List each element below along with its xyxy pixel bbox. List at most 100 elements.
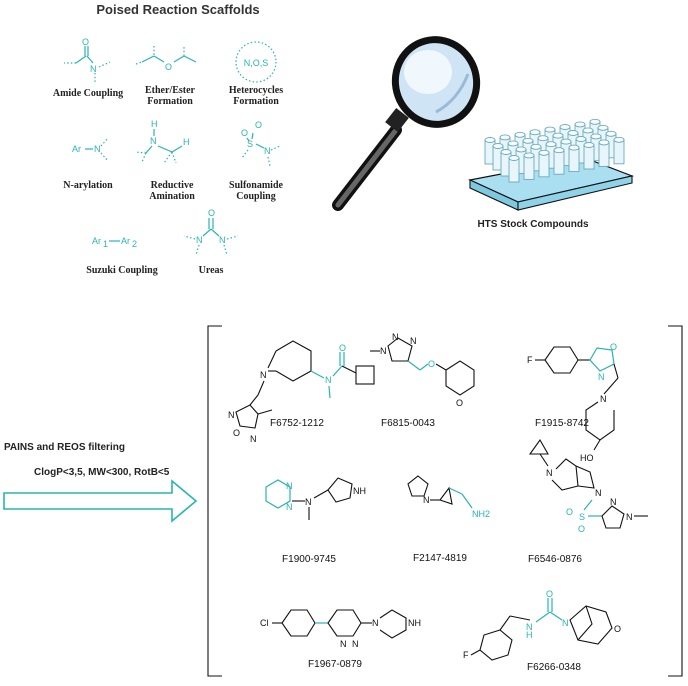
test-tube-cap [484,137,496,143]
svg-text:N: N [423,495,430,505]
svg-text:O: O [82,37,89,47]
compound-id-1: F6752-1212 [270,418,324,429]
sulfonamide-scaffold: O O S N [241,120,281,167]
svg-text:O: O [546,589,553,599]
test-tube-cap [590,133,602,140]
svg-text:O: O [578,524,585,534]
test-tube-cap [567,130,579,136]
svg-text:Ar: Ar [121,236,130,246]
test-tube [568,147,580,173]
test-tube [538,152,550,178]
ureas-label: Ureas [199,265,224,276]
test-tube-cap [613,136,625,143]
compound-id-6: F6546-0876 [528,554,582,565]
svg-text:N: N [90,64,97,74]
svg-text:N: N [260,370,267,380]
compound-structure-6: N N S O O N N [528,438,648,534]
heterocycles-label-2: Formation [233,96,279,107]
svg-text:O: O [456,398,463,408]
test-tube-cap [559,124,571,130]
hts-stock-label: HTS Stock Compounds [477,219,589,230]
test-tube-cap [507,140,519,147]
filter-arrow [3,479,198,523]
svg-text:N: N [526,622,533,632]
svg-text:HO: HO [580,453,594,463]
svg-text:O: O [614,624,621,634]
svg-text:N: N [325,375,332,385]
compound-structure-2: N N N O O [370,332,475,408]
test-tube-cap [589,118,601,125]
test-tube-cap [508,155,520,161]
test-tube [613,139,625,165]
urea-scaffold: O N N [183,208,239,256]
svg-text:N: N [286,481,293,491]
svg-text:N: N [264,146,271,156]
test-tube-cap [529,129,541,136]
svg-text:O: O [165,62,172,72]
svg-text:N: N [94,144,101,154]
magnifying-glass-icon [332,36,481,211]
compound-id-5: F2147-4819 [413,553,467,564]
svg-text:NH: NH [353,486,366,496]
test-tube-cap [515,146,527,153]
compound-id-7: F1967-0879 [308,659,362,670]
heterocycle-scaffold: N,O,S [235,41,277,83]
heterocycles-label-1: Heterocycles [229,85,283,96]
svg-text:F: F [527,355,533,365]
test-tube-cap [537,135,549,142]
test-tube-cap [499,134,511,141]
svg-text:N: N [150,136,157,146]
svg-text:O: O [428,359,435,369]
hts-rack-icon [468,118,635,211]
svg-text:H: H [183,137,190,147]
svg-text:Ar: Ar [92,236,101,246]
svg-text:N: N [305,497,312,507]
test-tube-cap [552,132,564,139]
svg-text:N: N [196,235,203,245]
svg-text:NH: NH [408,618,421,628]
svg-text:S: S [579,512,585,522]
reductive-amination-scaffold: H N H [134,119,190,164]
svg-text:N: N [410,336,417,346]
test-tube-cap [530,143,542,150]
test-tube [598,141,610,167]
svg-text:N: N [392,332,399,342]
n-arylation-label: N-arylation [63,180,113,191]
svg-text:1: 1 [103,239,108,249]
svg-text:Ar: Ar [72,144,81,154]
test-tube-cap [523,152,535,159]
reductive-amination-label-1: Reductive [151,180,194,191]
svg-text:N: N [600,394,607,404]
svg-text:O: O [339,343,346,353]
svg-text:N: N [546,468,553,478]
test-tube [508,157,520,183]
test-tube-cap [583,142,595,148]
test-tube-cap [544,126,556,133]
svg-text:N: N [372,618,379,628]
compound-structure-5: N NH2 [407,475,490,519]
diagram-title: Poised Reaction Scaffolds [96,2,259,17]
reductive-amination-label-2: Amination [149,191,195,202]
ether-ester-label-2: Formation [147,96,193,107]
svg-text:N: N [610,497,617,507]
svg-text:N: N [228,410,235,420]
test-tube-cap [500,149,512,155]
test-tube-cap [545,141,557,148]
svg-text:O: O [610,342,617,352]
svg-text:H: H [526,630,533,640]
svg-text:N: N [595,488,602,498]
compound-id-2: F6815-0043 [381,418,435,429]
test-tube-cap [492,143,504,149]
test-tube [523,154,535,180]
test-tube [583,144,595,170]
n-arylation-scaffold: Ar N [72,137,109,162]
compound-id-4: F1900-9745 [282,554,336,565]
svg-text:NH2: NH2 [472,509,490,519]
test-tube-cap [568,144,580,151]
svg-text:O: O [208,208,215,218]
svg-text:2: 2 [132,239,137,249]
suzuki-coupling-label: Suzuki Coupling [86,265,157,276]
svg-text:N: N [562,618,569,628]
sulfonamide-label-1: Sulfonamide [229,180,283,191]
